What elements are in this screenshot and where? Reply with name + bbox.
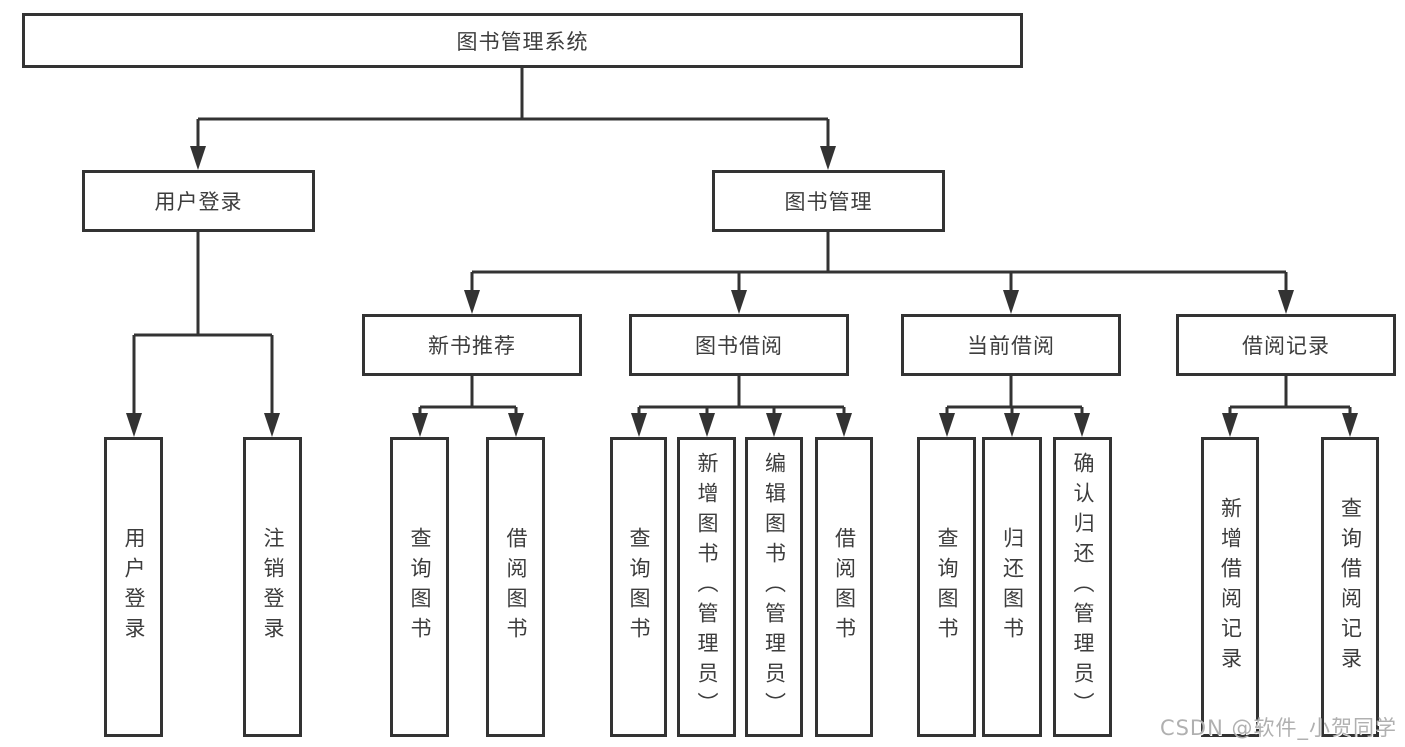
node-new-book-recommend: 新书推荐 xyxy=(362,314,582,376)
leaf-label: 查询图书 xyxy=(935,527,960,647)
leaf-label: 新增图书（管理员） xyxy=(695,452,720,722)
leaf-records-add-record: 新增借阅记录 xyxy=(1201,437,1259,737)
leaf-borrowing-borrow-books: 借阅图书 xyxy=(815,437,873,737)
leaf-recommend-borrow-books: 借阅图书 xyxy=(486,437,545,737)
connector-new-book-recommend-to-leaves xyxy=(412,376,524,437)
node-user-login: 用户登录 xyxy=(82,170,315,232)
node-current-borrowing: 当前借阅 xyxy=(901,314,1121,376)
leaf-current-return-books: 归还图书 xyxy=(982,437,1042,737)
connector-current-borrowing-to-leaves xyxy=(939,376,1090,437)
leaf-borrowing-query-books: 查询图书 xyxy=(610,437,667,737)
leaf-label: 查询借阅记录 xyxy=(1338,497,1363,677)
node-label: 新书推荐 xyxy=(428,334,516,358)
leaf-borrowing-edit-books-admin: 编辑图书（管理员） xyxy=(745,437,803,737)
leaf-label: 查询图书 xyxy=(408,527,433,647)
leaf-borrowing-add-books-admin: 新增图书（管理员） xyxy=(677,437,736,737)
leaf-label: 借阅图书 xyxy=(832,527,857,647)
node-label: 图书管理系统 xyxy=(456,29,589,54)
node-borrow-records: 借阅记录 xyxy=(1176,314,1396,376)
node-label: 图书借阅 xyxy=(695,334,783,358)
node-label: 图书管理 xyxy=(784,190,873,214)
leaf-current-query-books: 查询图书 xyxy=(917,437,976,737)
connector-book-management-to-level3 xyxy=(464,232,1294,314)
node-book-management: 图书管理 xyxy=(712,170,945,232)
leaf-user-login: 用户登录 xyxy=(104,437,163,737)
leaf-label: 注销登录 xyxy=(261,527,286,647)
leaf-current-confirm-return-admin: 确认归还（管理员） xyxy=(1053,437,1112,737)
leaf-records-query-record: 查询借阅记录 xyxy=(1321,437,1379,737)
leaf-label: 借阅图书 xyxy=(504,527,529,647)
leaf-label: 用户登录 xyxy=(122,527,147,647)
leaf-label: 编辑图书（管理员） xyxy=(762,452,787,722)
csdn-watermark: CSDN @软件_小贺同学 xyxy=(1159,716,1397,740)
node-label: 当前借阅 xyxy=(967,334,1055,358)
connector-user-login-to-leaves xyxy=(126,232,280,437)
leaf-label: 确认归还（管理员） xyxy=(1071,452,1096,722)
connector-borrow-records-to-leaves xyxy=(1222,376,1358,437)
node-library-management-system: 图书管理系统 xyxy=(22,13,1023,68)
node-book-borrowing: 图书借阅 xyxy=(629,314,849,376)
node-label: 用户登录 xyxy=(154,190,243,214)
leaf-recommend-query-books: 查询图书 xyxy=(390,437,449,737)
leaf-label: 归还图书 xyxy=(1000,527,1025,647)
connector-root-to-level2 xyxy=(190,68,836,170)
leaf-label: 新增借阅记录 xyxy=(1218,497,1243,677)
leaf-logout: 注销登录 xyxy=(243,437,302,737)
leaf-label: 查询图书 xyxy=(627,527,652,647)
connector-book-borrowing-to-leaves xyxy=(631,376,852,437)
node-label: 借阅记录 xyxy=(1242,334,1330,358)
